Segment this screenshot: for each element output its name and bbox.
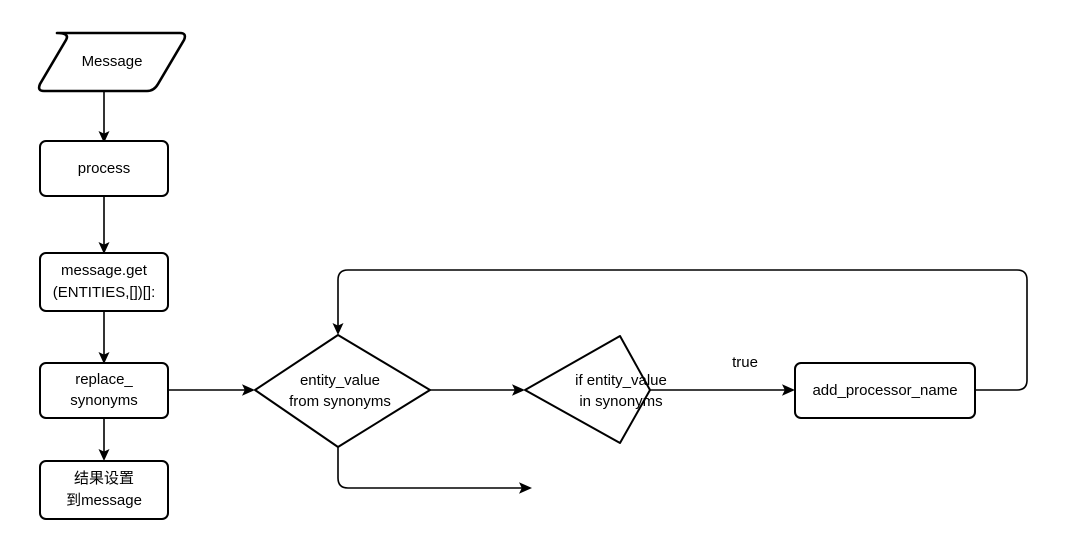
node-replace-synonyms-label-line2: synonyms xyxy=(70,392,138,409)
node-entity-value-from-synonyms-label-line1: entity_value xyxy=(300,372,380,389)
node-message-get-label-line1: message.get xyxy=(61,262,148,279)
edge-message-to-process xyxy=(98,90,110,143)
node-if-entity-value-in-synonyms-label-line2: in synonyms xyxy=(579,393,662,410)
edge-entity-check-exit xyxy=(337,447,532,494)
node-replace-synonyms-label-line1: replace_ xyxy=(75,371,133,388)
node-result-to-message-label-line1: 结果设置 xyxy=(74,470,134,487)
node-if-entity-value-in-synonyms-label-line1: if entity_value xyxy=(575,372,667,389)
node-message[interactable]: Message xyxy=(37,31,187,93)
edge-process-to-message-get xyxy=(98,196,110,254)
edge-entity-check-to-if-check xyxy=(430,384,525,396)
node-process[interactable]: process xyxy=(39,140,169,197)
node-if-entity-value-in-synonyms[interactable]: if entity_value in synonyms xyxy=(524,335,667,444)
node-result-to-message[interactable]: 结果设置 到message xyxy=(39,460,169,520)
node-message-label: Message xyxy=(82,53,143,70)
node-replace-synonyms[interactable]: replace_ synonyms xyxy=(39,362,169,419)
node-message-get[interactable]: message.get (ENTITIES,[])[]: xyxy=(39,252,169,312)
edge-replace-synonyms-to-result xyxy=(98,418,110,461)
node-message-get-label-line2: (ENTITIES,[])[]: xyxy=(53,284,156,301)
node-result-to-message-label-line2: 到message xyxy=(66,492,142,509)
node-add-processor-name[interactable]: add_processor_name xyxy=(794,362,976,419)
edge-message-get-to-replace-synonyms xyxy=(98,311,110,364)
node-entity-value-from-synonyms[interactable]: entity_value from synonyms xyxy=(254,334,431,448)
node-entity-value-from-synonyms-label-line2: from synonyms xyxy=(289,393,391,410)
edge-add-processor-loop-back xyxy=(332,269,1028,391)
edge-label-true: true xyxy=(732,354,758,371)
node-process-label: process xyxy=(78,160,131,177)
node-add-processor-name-label: add_processor_name xyxy=(812,382,957,399)
edge-if-check-to-add-processor: true xyxy=(650,354,795,396)
edge-replace-synonyms-to-entity-check xyxy=(168,384,255,396)
